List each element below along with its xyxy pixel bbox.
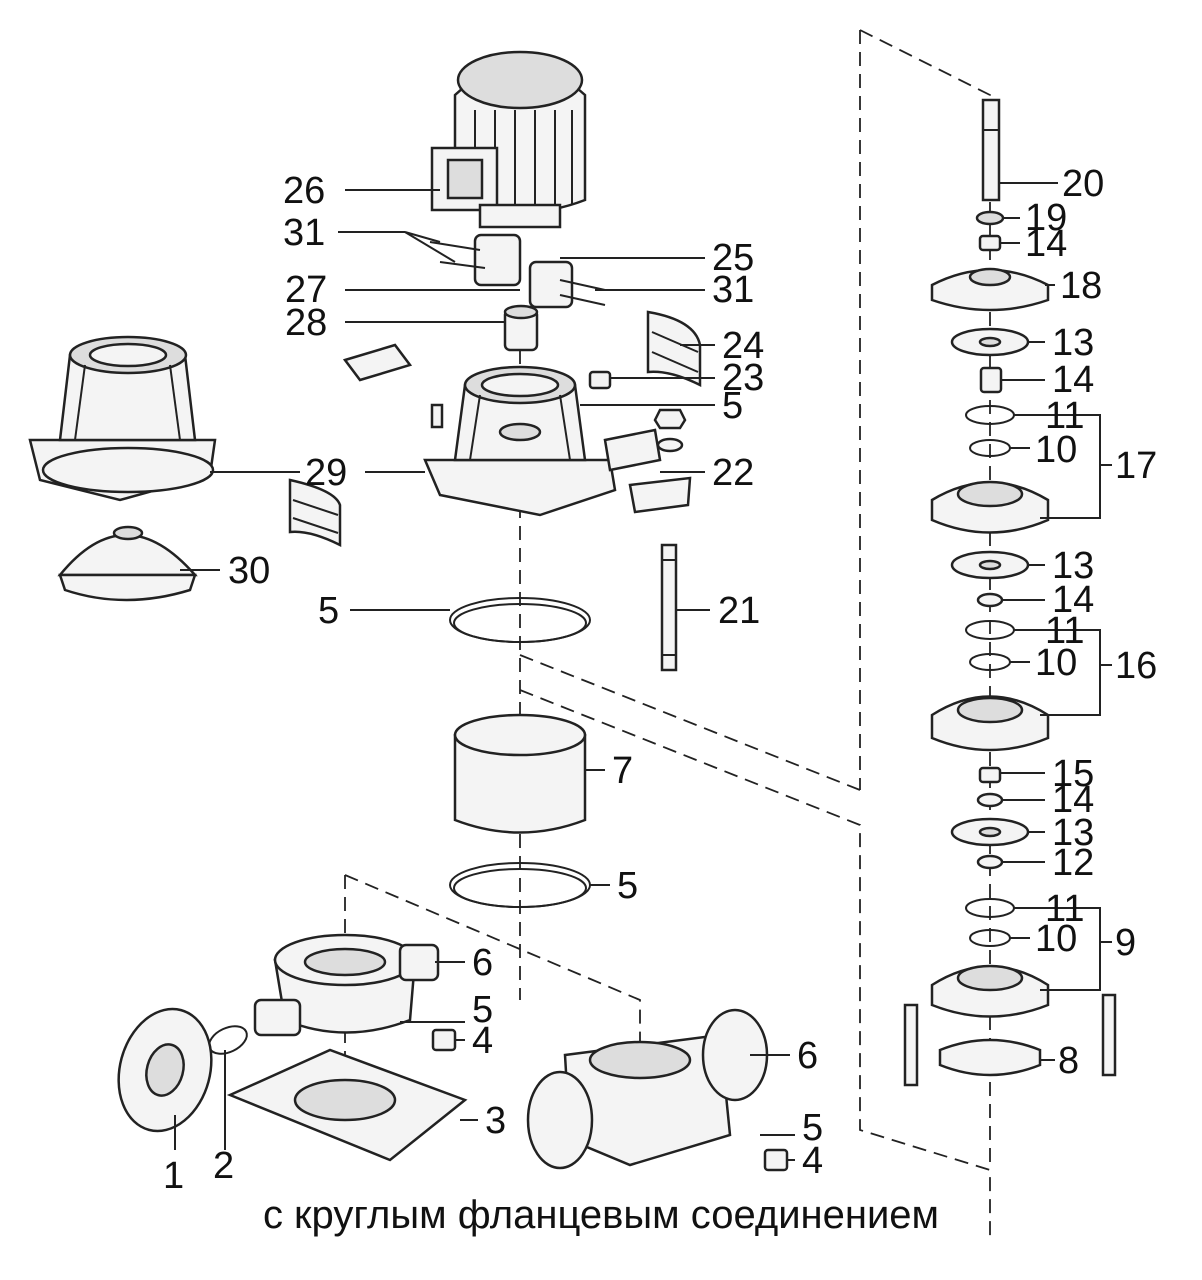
callout-12: 12 bbox=[1052, 842, 1094, 884]
round-flange bbox=[117, 1007, 213, 1133]
callout-4: 4 bbox=[802, 1140, 823, 1182]
callout-17: 17 bbox=[1115, 445, 1157, 487]
callout-6: 6 bbox=[472, 942, 493, 984]
outer-sleeve bbox=[453, 713, 587, 834]
fan-cover bbox=[57, 525, 198, 602]
callout-25: 25 bbox=[712, 237, 754, 279]
callout-14: 14 bbox=[1052, 579, 1094, 621]
callout-5: 5 bbox=[722, 385, 743, 427]
diagram-caption: с круглым фланцевым соединением bbox=[263, 1193, 939, 1237]
callout-24: 24 bbox=[722, 325, 764, 367]
callout-11: 11 bbox=[1045, 610, 1084, 652]
callout-20: 20 bbox=[1062, 163, 1104, 205]
callout-6: 6 bbox=[797, 1035, 818, 1077]
callout-14: 14 bbox=[1025, 223, 1067, 265]
stage-parts bbox=[903, 210, 1117, 1087]
drain-plugs bbox=[431, 1028, 789, 1172]
pump-base-threaded bbox=[253, 933, 440, 1037]
callout-27: 27 bbox=[285, 269, 327, 311]
coupling bbox=[429, 233, 606, 309]
callout-23: 23 bbox=[722, 357, 764, 399]
callout-9: 9 bbox=[1115, 922, 1136, 964]
callout-3: 3 bbox=[485, 1100, 506, 1142]
callout-11: 11 bbox=[1045, 395, 1084, 437]
callout-labels: 26 31 25 27 31 28 24 23 5 29 22 30 5 21 … bbox=[163, 163, 1157, 1197]
callout-5: 5 bbox=[318, 590, 339, 632]
callout-10: 10 bbox=[1035, 429, 1077, 471]
callout-5: 5 bbox=[802, 1107, 823, 1149]
callout-8: 8 bbox=[1058, 1040, 1079, 1082]
callout-26: 26 bbox=[283, 170, 325, 212]
callout-21: 21 bbox=[718, 590, 760, 632]
callout-13: 13 bbox=[1052, 812, 1094, 854]
callout-22: 22 bbox=[712, 452, 754, 494]
callout-14: 14 bbox=[1052, 359, 1094, 401]
motor bbox=[430, 50, 587, 229]
pump-base-flanged bbox=[526, 1008, 769, 1170]
callout-31: 31 bbox=[283, 212, 325, 254]
callout-19: 19 bbox=[1025, 197, 1067, 239]
callout-16: 16 bbox=[1115, 645, 1157, 687]
callout-30: 30 bbox=[228, 550, 270, 592]
base-plate bbox=[226, 1048, 468, 1162]
callout-4: 4 bbox=[472, 1020, 493, 1062]
shaft bbox=[981, 98, 1001, 202]
callout-10: 10 bbox=[1035, 642, 1077, 684]
callout-15: 15 bbox=[1052, 753, 1094, 795]
callout-13: 13 bbox=[1052, 545, 1094, 587]
callout-31: 31 bbox=[712, 269, 754, 311]
callout-5: 5 bbox=[617, 865, 638, 907]
callout-10: 10 bbox=[1035, 918, 1077, 960]
callout-13: 13 bbox=[1052, 322, 1094, 364]
callout-1: 1 bbox=[163, 1155, 184, 1197]
callout-14: 14 bbox=[1052, 779, 1094, 821]
callout-7: 7 bbox=[612, 750, 633, 792]
mechanical-seal bbox=[503, 304, 539, 352]
nut-washer bbox=[653, 408, 687, 453]
callout-5: 5 bbox=[472, 989, 493, 1031]
callout-11: 11 bbox=[1045, 888, 1084, 930]
callout-29: 29 bbox=[305, 452, 347, 494]
callout-28: 28 bbox=[285, 302, 327, 344]
motor-stool bbox=[423, 365, 617, 517]
tie-bolt bbox=[660, 543, 678, 672]
callout-18: 18 bbox=[1060, 265, 1102, 307]
callout-2: 2 bbox=[213, 1145, 234, 1187]
leader-lines bbox=[174, 182, 1112, 1161]
coupling-guards bbox=[288, 310, 702, 548]
motor-stool-alt bbox=[28, 335, 217, 502]
